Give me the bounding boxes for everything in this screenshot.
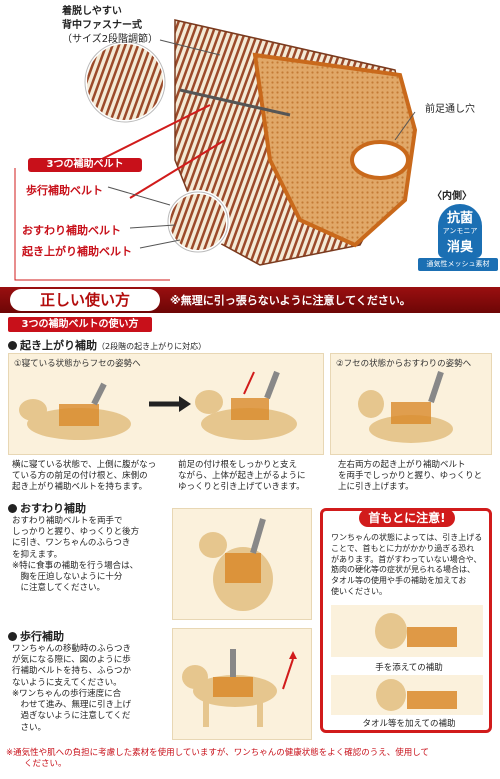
- usage-heading-bar: 正しい使い方 ※無理に引っ張らないように注意してください。: [0, 287, 500, 313]
- usage-title: 3つの補助ベルトの使い方: [8, 317, 152, 332]
- sit-panel: [172, 508, 312, 620]
- walk-desc-line: 行補助ベルトを持ち、ふらつか: [12, 666, 132, 677]
- standup-desc-3-line: 上に引き上げます。: [338, 482, 414, 493]
- sit-desc-line: おすわり補助ベルトを両手で: [12, 516, 123, 526]
- caution-line: ことで、首もとに力がかかり過ぎる恐れ: [331, 543, 475, 553]
- standup-desc-1-line: ている方の前足の付け根と、床側の: [12, 471, 148, 482]
- caution-line: ワンちゃんの状態によっては、引き上げる: [331, 533, 483, 542]
- belt-walk-label: 歩行補助ベルト: [26, 184, 103, 197]
- caution-illustration-towel: [331, 675, 483, 715]
- bullet-icon: [8, 341, 17, 350]
- standup-note: （2段階の起き上がりに対応）: [97, 342, 207, 351]
- standup-desc-3-line: を両手でしっかりと握り、ゆっくりと: [338, 471, 483, 482]
- inside-label: 〈内側〉: [432, 191, 472, 202]
- standup-desc-1: 横に寝ている状態で、上側に腹がなっ ている方の前足の付け根と、床側の 起き上がり…: [12, 460, 172, 494]
- sit-desc-line: 胸を圧迫しないように十分: [12, 572, 123, 583]
- belt-sit-label: おすわり補助ベルト: [22, 224, 121, 237]
- bullet-icon: [8, 632, 17, 641]
- standup-step1-illustration: [19, 370, 297, 440]
- product-illustration: 着脱しやすい 背中ファスナー式 （サイズ2段階調節） 前足通し穴 3つの補助ベル…: [0, 0, 500, 285]
- sit-desc-line: に注意してください。: [12, 583, 106, 594]
- sit-desc: おすわり補助ベルトを両手で しっかりと握り、ゆっくりと後方 に引き、ワンちゃんの…: [12, 516, 170, 595]
- walk-title-text: 歩行補助: [20, 630, 64, 643]
- standup-desc-2-line: 前足の付け根をしっかりと支え: [178, 460, 298, 470]
- walk-desc-line: が気になる際に、図のように歩: [12, 655, 131, 666]
- caution-line: タオル等の使用や手の補助を加えてお: [331, 576, 467, 586]
- standup-step1-panel: [8, 353, 324, 455]
- standup-step2-panel: [330, 353, 492, 455]
- zipper-label-1: 着脱しやすい: [62, 6, 122, 17]
- caution-title: 首もとに注意!: [359, 509, 455, 527]
- front-leg-hole-label: 前足通し穴: [425, 104, 475, 115]
- heading-note: ※無理に引っ張らないように注意してください。: [170, 294, 411, 307]
- standup-desc-2-line: ながら、上体が起き上がるように: [178, 471, 306, 482]
- badge-top: 抗菌: [446, 211, 473, 226]
- walk-section-title: 歩行補助: [8, 628, 64, 644]
- sit-desc-line: ※特に食事の補助を行う場合は、: [12, 560, 139, 571]
- belt-standup-label: 起き上がり補助ベルト: [22, 245, 132, 258]
- standup-desc-2-line: ゆっくりと引き上げていきます。: [178, 482, 305, 493]
- page-title: 正しい使い方: [10, 289, 160, 311]
- walk-desc-line: ないように支えてください。: [12, 677, 122, 688]
- standup-desc-3-line: 左右両方の起き上がり補助ベルト: [338, 460, 466, 470]
- sit-desc-line: を抑えます。: [12, 549, 63, 560]
- bullet-icon: [8, 504, 17, 513]
- walk-desc-line: さい。: [12, 722, 47, 733]
- badge-bottom: 消臭: [446, 240, 473, 255]
- sit-desc-line: しっかりと握り、ゆっくりと後方: [12, 527, 140, 538]
- standup-desc-1-line: 横に寝ている状態で、上側に腹がなっ: [12, 460, 157, 470]
- sit-title-text: おすわり補助: [20, 502, 86, 515]
- standup-desc-2: 前足の付け根をしっかりと支え ながら、上体が起き上がるように ゆっくりと引き上げ…: [178, 460, 328, 494]
- standup-step2-caption: ②フセの状態からおすわりの姿勢へ: [336, 359, 472, 369]
- caution-box: 首もとに注意! ワンちゃんの状態によっては、引き上げる ことで、首もとに力がかか…: [320, 508, 492, 733]
- footer-line: ください。: [24, 759, 67, 770]
- caution-line: があります。首がすわっていない場合や、: [331, 554, 482, 564]
- standup-section-title: 起き上がり補助（2段階の起き上がりに対応）: [8, 337, 206, 353]
- footer-note: ※通気性や肌への負担に考慮した素材を使用していますが、ワンちゃんの健康状態をよく…: [6, 748, 496, 770]
- caution-line: 筋肉の硬化等の症状が見られる場合は、: [331, 565, 475, 575]
- caution-body: ワンちゃんの状態によっては、引き上げる ことで、首もとに力がかかり過ぎる恐れ が…: [331, 533, 483, 598]
- walk-illustration: [182, 649, 297, 727]
- belts-title: 3つの補助ベルト: [28, 158, 142, 172]
- sit-desc-line: に引き、ワンちゃんのふらつき: [12, 538, 131, 549]
- walk-desc-line: 過ぎないように注意してくだ: [12, 711, 131, 722]
- standup-desc-1-line: 起き上がり補助ベルトを持ちます。: [12, 482, 148, 493]
- footer-line: ※通気性や肌への負担に考慮した素材を使用していますが、ワンちゃんの健康状態をよく…: [6, 748, 429, 758]
- harness-illustration: [14, 19, 418, 281]
- caution-img1-caption: 手を添えての補助: [375, 663, 443, 673]
- standup-step2-illustration: [358, 371, 453, 443]
- sit-section-title: おすわり補助: [8, 500, 86, 516]
- walk-panel: [172, 628, 312, 740]
- sit-illustration: [199, 518, 273, 611]
- standup-title-text: 起き上がり補助: [20, 339, 97, 352]
- caution-illustration-hand: [331, 605, 483, 657]
- caution-img2-caption: タオル等を加えての補助: [362, 719, 456, 729]
- walk-desc-line: ワンちゃんの移動時のふらつき: [12, 644, 132, 654]
- walk-desc: ワンちゃんの移動時のふらつき が気になる際に、図のように歩 行補助ベルトを持ち、…: [12, 644, 170, 734]
- walk-desc-line: ※ワンちゃんの歩行速度に合: [12, 688, 122, 699]
- badge-mid: アンモニア: [442, 227, 478, 235]
- zipper-label-2: 背中ファスナー式: [62, 20, 142, 31]
- antibacterial-badge: 抗菌 アンモニア 消臭: [438, 204, 482, 258]
- badge-sub: 通気性メッシュ素材: [418, 258, 498, 271]
- standup-desc-3: 左右両方の起き上がり補助ベルト を両手でしっかりと握り、ゆっくりと 上に引き上げ…: [338, 460, 496, 494]
- zipper-label-3: （サイズ2段階調節）: [62, 34, 159, 45]
- standup-step1-caption: ①寝ている状態からフセの姿勢へ: [14, 359, 141, 369]
- caution-line: 使いください。: [331, 586, 387, 596]
- walk-desc-line: わせて進み、無理に引き上げ: [12, 700, 132, 711]
